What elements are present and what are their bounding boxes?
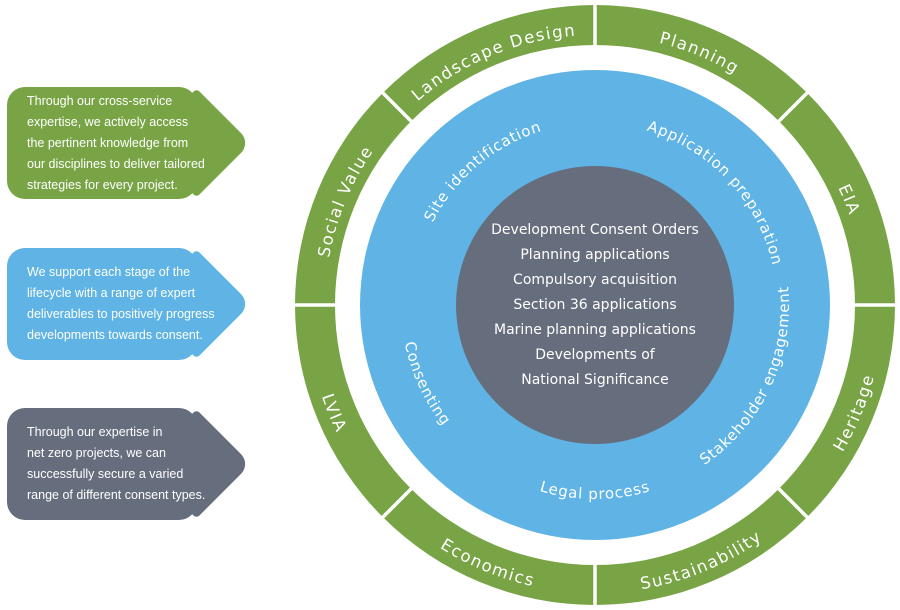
callout-lifecycle-text: We support each stage of the lifecycle w… xyxy=(27,265,215,342)
callout-cross-service-text: Through our cross-service expertise, we … xyxy=(27,93,205,192)
center-consent-list: Development Consent Orders Planning appl… xyxy=(445,216,745,394)
consent-item: Marine planning applications xyxy=(494,321,696,338)
consent-item: Section 36 applications xyxy=(513,296,677,313)
center-circle-consents xyxy=(456,166,734,444)
consent-item: Development Consent Orders xyxy=(491,221,699,238)
consent-item: Planning applications xyxy=(520,246,670,263)
divider-bottom-right xyxy=(776,486,810,520)
callout-cross-service: Through our cross-service expertise, we … xyxy=(7,87,205,199)
callout-lifecycle: We support each stage of the lifecycle w… xyxy=(7,248,215,360)
consent-item: Compulsory acquisition xyxy=(513,271,677,288)
divider-top-left xyxy=(380,90,414,124)
divider-top-right xyxy=(776,90,810,124)
callout-net-zero: Through our expertise in net zero projec… xyxy=(7,408,205,520)
divider-bottom-left xyxy=(380,486,414,520)
consent-item: Developments of National Significance xyxy=(521,346,669,388)
callout-net-zero-text: Through our expertise in net zero projec… xyxy=(27,425,206,502)
